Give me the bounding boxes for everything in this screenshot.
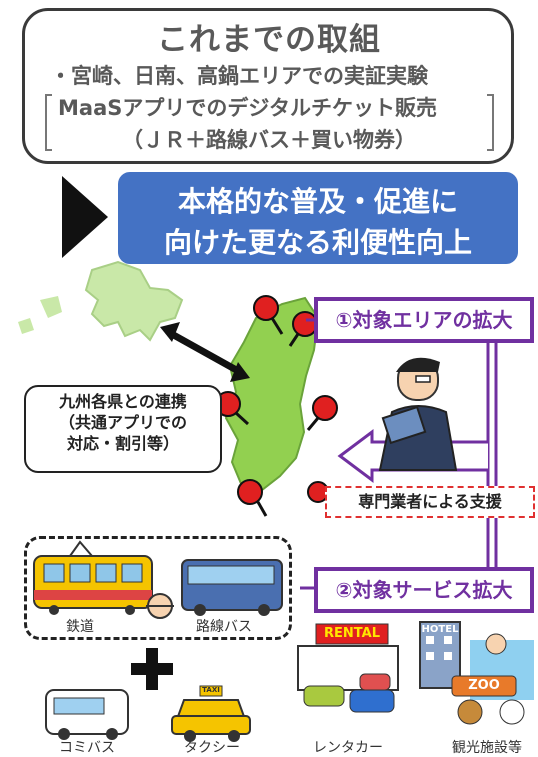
link-arrow-head-right [230, 362, 250, 382]
island-1 [40, 296, 62, 318]
past-initiatives-line-2: MaaSアプリでのデジタルチケット販売 [58, 96, 437, 120]
taxi-sign: TAXI [202, 686, 220, 694]
progress-arrow-icon [62, 176, 108, 258]
cooperation-line-3: 対応・割引等） [66, 434, 179, 453]
handshake-icon [146, 593, 174, 619]
rental-sign: RENTAL [324, 626, 380, 641]
map-pin-icon [253, 295, 284, 335]
tourism-caption: 観光施設等 [452, 740, 522, 756]
zoo-sign: ZOO [468, 678, 500, 693]
consultant-person-icon [378, 357, 458, 471]
map-pin-icon [237, 479, 268, 517]
area-expansion-label: ①対象エリアの拡大 [314, 297, 534, 343]
link-arrow-line [168, 329, 242, 376]
past-initiatives-title: これまでの取組 [157, 22, 381, 58]
train-icon [33, 540, 153, 615]
kyushu-cooperation-box: 九州各県との連携 （共通アプリでの 対応・割引等） [24, 385, 222, 473]
past-initiatives-line-1: ・宮崎、日南、高鍋エリアでの実証実験 [50, 64, 428, 88]
goal-line-1: 本格的な普及・促進に [177, 185, 458, 218]
rail-caption: 鉄道 [66, 619, 94, 635]
plus-icon [131, 648, 173, 690]
hotel-sign: HOTEL [421, 624, 459, 635]
past-initiatives-box [22, 8, 514, 164]
bus-caption: 路線バス [196, 619, 252, 635]
island-2 [18, 318, 34, 334]
cooperation-line-1: 九州各県との連携 [59, 392, 187, 411]
rental-shop-icon [297, 623, 399, 713]
past-initiatives-line-3: （ＪＲ＋路線バス＋買い物券） [122, 128, 416, 152]
rental-car-caption: レンタカー [313, 740, 383, 756]
rail-bus-group [24, 536, 292, 640]
service-expansion-label: ②対象サービス拡大 [314, 567, 534, 613]
zoo-icon [451, 633, 534, 725]
goal-line-2: 向けた更なる利便性向上 [163, 226, 472, 259]
goal-box [118, 172, 518, 264]
map-pin-icon [306, 395, 338, 431]
bus-icon [181, 559, 283, 616]
link-arrow-head-left [160, 322, 180, 342]
community-bus-icon [45, 689, 129, 740]
expert-support-box: 専門業者による支援 [325, 486, 535, 518]
taxi-icon [171, 685, 251, 742]
taxi-caption: タクシー [184, 740, 240, 756]
left-bracket [45, 94, 52, 151]
community-bus-caption: コミバス [59, 740, 115, 756]
cooperation-line-2: （共通アプリでの [58, 413, 187, 432]
right-bracket [487, 94, 494, 151]
kyushu-map [84, 260, 184, 342]
